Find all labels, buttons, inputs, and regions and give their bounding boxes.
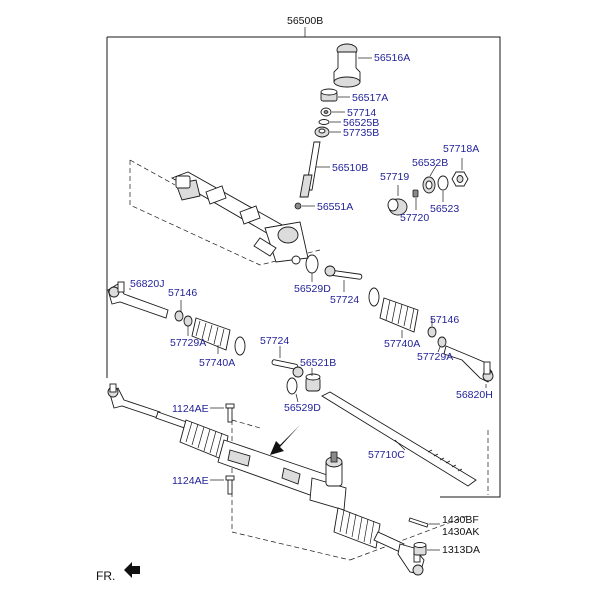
castle-nut-part <box>413 542 427 556</box>
part-label-57724-mid: 57724 <box>260 335 289 347</box>
washer-57714-part <box>320 107 332 117</box>
part-label-56529D-upper: 56529D <box>294 283 331 295</box>
snap-ring-part <box>318 119 330 125</box>
boot-clip-left-part <box>183 315 193 327</box>
lock-nut-part <box>451 171 469 187</box>
part-label-57735B: 57735B <box>343 127 379 139</box>
part-label-56532B: 56532B <box>412 157 448 169</box>
part-label-1124AE-upper: 1124AE <box>172 403 209 415</box>
part-label-57710C: 57710C <box>368 449 405 461</box>
front-direction-label: FR. <box>96 569 115 583</box>
yoke-plug-part <box>422 176 436 194</box>
part-label-56516A: 56516A <box>374 52 410 64</box>
outer-tie-rod-end-left-part <box>107 281 169 319</box>
part-label-56820H: 56820H <box>456 389 493 401</box>
dashed-outline-lower <box>231 419 489 561</box>
front-direction-arrow-icon <box>124 562 140 578</box>
outer-tie-rod-end-right-part <box>443 345 494 383</box>
assembly-number-label: 56500B <box>287 15 323 27</box>
boot-clamp-upper-part <box>305 254 319 274</box>
part-label-56551A: 56551A <box>317 201 353 213</box>
assembly-arrow-icon <box>270 425 300 455</box>
part-label-56523: 56523 <box>430 203 459 215</box>
lock-nut-right-part <box>427 326 437 338</box>
part-label-57724-upper: 57724 <box>330 294 359 306</box>
part-label-56820J: 56820J <box>130 278 164 290</box>
part-label-56529D-mid: 56529D <box>284 402 321 414</box>
bolt-1124AE-upper-part <box>225 403 235 423</box>
part-label-1430AK: 1430AK <box>442 526 479 538</box>
rack-bushing-part <box>305 373 321 392</box>
boot-clamp-mid-part <box>286 377 298 395</box>
plug-56551A-part <box>294 202 302 210</box>
part-label-57146-right: 57146 <box>430 314 459 326</box>
part-label-56510B: 56510B <box>332 162 368 174</box>
part-label-56517A: 56517A <box>352 92 388 104</box>
inner-tie-rod-upper-part <box>324 265 363 280</box>
yoke-ring-part <box>437 175 449 191</box>
part-label-57740A-right: 57740A <box>384 338 420 350</box>
bellows-boot-left-part <box>191 317 246 356</box>
pinion-cover-part <box>333 43 361 88</box>
lock-nut-left-part <box>174 310 184 322</box>
yoke-spring-part <box>412 189 419 198</box>
bolt-1124AE-lower-part <box>225 475 235 495</box>
part-label-57714: 57714 <box>347 107 376 119</box>
lower-rack-assembly-part <box>107 383 425 576</box>
bearing-57735B-part <box>314 126 330 138</box>
part-label-1124AE-lower: 1124AE <box>172 475 209 487</box>
rack-yoke-part <box>387 198 408 216</box>
part-label-56525B: 56525B <box>343 117 379 129</box>
part-label-57729A-right: 57729A <box>417 351 453 363</box>
boot-clip-right-part <box>437 336 447 348</box>
part-label-57719: 57719 <box>380 171 409 183</box>
inner-tie-rod-mid-part <box>271 359 304 378</box>
cotter-pin-part <box>408 517 429 528</box>
part-label-1313DA: 1313DA <box>442 544 480 556</box>
rack-bar-part <box>321 391 477 487</box>
pinion-nut-part <box>320 88 338 102</box>
part-label-57729A-left: 57729A <box>170 337 206 349</box>
part-label-56521B: 56521B <box>300 357 336 369</box>
part-label-1430BF: 1430BF <box>442 514 479 526</box>
part-label-57718A: 57718A <box>443 143 479 155</box>
pinion-shaft-part <box>299 141 321 198</box>
assembly-frame <box>106 27 501 498</box>
part-label-57146-left: 57146 <box>168 287 197 299</box>
part-label-57720: 57720 <box>400 212 429 224</box>
bellows-boot-right-part <box>368 287 419 333</box>
upper-rack-housing-part <box>170 171 309 265</box>
part-label-57740A-left: 57740A <box>199 357 235 369</box>
